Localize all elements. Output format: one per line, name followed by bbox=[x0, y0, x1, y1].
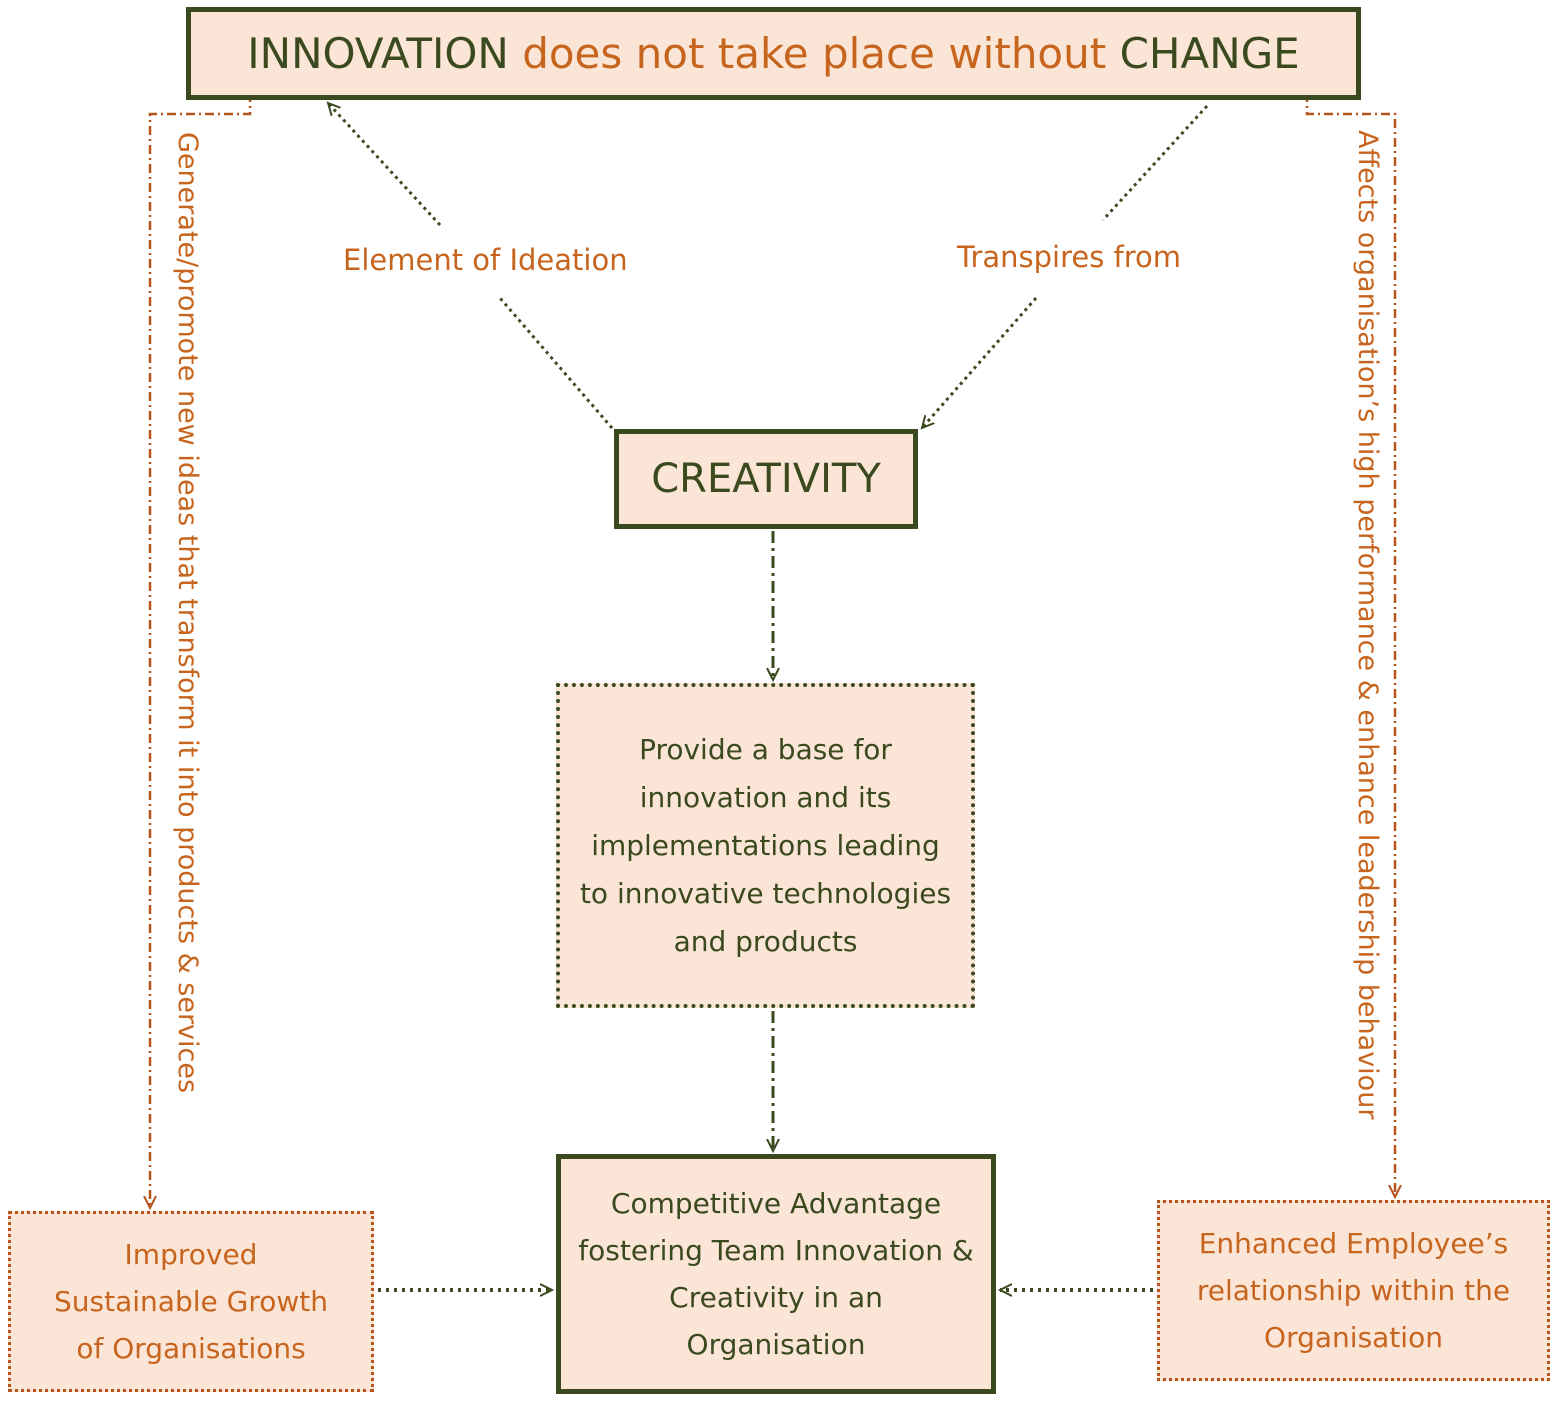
label-transpires-from: Transpires from bbox=[957, 240, 1182, 274]
creativity-label: CREATIVITY bbox=[651, 456, 881, 502]
employee-relationship-text: Enhanced Employee’s relationship within … bbox=[1196, 1227, 1511, 1354]
competitive-advantage-box: Competitive Advantage fostering Team Inn… bbox=[556, 1154, 996, 1394]
right-loop-arrow bbox=[1305, 55, 1395, 1197]
sustainable-growth-text: Improved Sustainable Growth of Organisat… bbox=[54, 1238, 328, 1365]
left-loop-arrow bbox=[150, 55, 252, 1208]
transpires-arrow bbox=[922, 104, 1209, 428]
label-generate-promote: Generate/promote new ideas that transfor… bbox=[172, 132, 203, 1094]
title-change: CHANGE bbox=[1119, 29, 1300, 78]
innovation-base-box: Provide a base for innovation and its im… bbox=[556, 683, 975, 1008]
ideation-arrow bbox=[328, 103, 614, 429]
innovation-base-text: Provide a base for innovation and its im… bbox=[579, 732, 952, 958]
title-middle: does not take place without bbox=[508, 29, 1120, 78]
competitive-advantage-text: Competitive Advantage fostering Team Inn… bbox=[578, 1187, 974, 1361]
innovation-title-box: INNOVATION does not take place without C… bbox=[186, 7, 1361, 100]
sustainable-growth-box: Improved Sustainable Growth of Organisat… bbox=[8, 1211, 374, 1392]
label-affects-organisation: Affects organisation’s high performance … bbox=[1352, 130, 1383, 1120]
title-innovation: INNOVATION bbox=[247, 29, 509, 78]
creativity-box: CREATIVITY bbox=[614, 429, 918, 529]
employee-relationship-box: Enhanced Employee’s relationship within … bbox=[1157, 1200, 1550, 1381]
label-element-of-ideation: Element of Ideation bbox=[343, 243, 628, 277]
